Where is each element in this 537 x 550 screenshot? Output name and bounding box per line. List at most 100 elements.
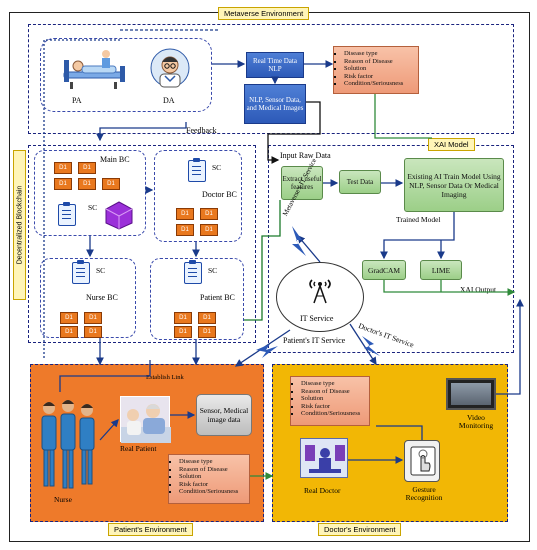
trained-model-label: Trained Model (396, 215, 441, 224)
video-monitor-screen (451, 383, 491, 405)
disease-item: Condition/Seriousness (301, 410, 369, 418)
disease-item: Risk factor (179, 481, 249, 489)
disease-item: Condition/Seriousness (344, 80, 418, 88)
blockchain-side-tab: Decentralized Blockchain (13, 150, 26, 300)
main-bc-label: Main BC (100, 155, 130, 164)
disease-item: Reason of Disease (344, 58, 418, 66)
lime-box: LIME (420, 260, 462, 280)
nurse-bc-label: Nurse BC (86, 293, 118, 302)
real-doctor-illustration (300, 438, 348, 478)
antenna-icon (309, 279, 331, 304)
test-data-text: Test Data (346, 178, 374, 186)
main-bc-d1: D1 (102, 178, 120, 190)
patient-avatar-illustration (63, 50, 125, 89)
real-time-nlp-text: Real Time Data NLP (253, 57, 297, 73)
existing-ai-box: Existing AI Train Model Using NLP, Senso… (404, 158, 504, 212)
real-doctor-graphic (305, 445, 345, 473)
real-patient-label: Real Patient (120, 444, 157, 453)
real-patient-illustration (121, 404, 171, 443)
doctor-avatar-illustration (150, 48, 190, 88)
nlp-sensor-box: NLP, Sensor Data, and Medical Images (244, 84, 306, 124)
nurse-bc-sc-label: SC (96, 266, 106, 275)
video-monitoring-label: Video Monitoring (458, 413, 494, 430)
nurse-group-illustration (41, 400, 95, 489)
sensor-data-text: Sensor, Medical image data (199, 406, 249, 424)
main-bc-sc-icon (58, 202, 76, 226)
doctor-bc-sc-label: SC (212, 163, 222, 172)
disease-item: Disease type (179, 458, 249, 466)
patients-env-tab: Patient's Environment (108, 523, 193, 536)
nurse-label: Nurse (54, 495, 72, 504)
block-cube-icon (105, 201, 133, 230)
disease-item: Reason of Disease (179, 466, 249, 474)
gradcam-text: GradCAM (367, 265, 401, 275)
metaverse-disease-info: Disease type Reason of Disease Solution … (333, 46, 419, 94)
sensor-data-box: Sensor, Medical image data (196, 394, 252, 436)
main-bc-d1: D1 (54, 162, 72, 174)
it-service-label: IT Service (300, 314, 334, 323)
doctors-env-tab: Doctor's Environment (318, 523, 402, 536)
main-bc-d1: D1 (78, 178, 96, 190)
lime-text: LIME (431, 265, 451, 275)
gesture-hand-icon (410, 446, 436, 476)
test-data-box: Test Data (339, 170, 381, 194)
disease-item: Solution (344, 65, 418, 73)
nurse-bc-d1: D1 (84, 326, 102, 338)
extract-features-box: Extract useful features (281, 166, 323, 200)
nurse-bc-d1: D1 (60, 312, 78, 324)
blockchain-label: Decentralized Blockchain (16, 185, 23, 265)
doctor-disease-info: Disease type Reason of Disease Solution … (290, 376, 370, 426)
gradcam-box: GradCAM (362, 260, 406, 280)
disease-item: Solution (301, 395, 369, 403)
it-service-hub (276, 262, 364, 332)
nurse-bc-sc-icon (72, 260, 90, 284)
metaverse-disease-list: Disease type Reason of Disease Solution … (334, 50, 418, 88)
doctor-disease-list: Disease type Reason of Disease Solution … (291, 380, 369, 418)
xai-output-label: XAI Output (460, 285, 497, 294)
disease-item: Reason of Disease (301, 388, 369, 396)
xai-model-tab: XAI Model (428, 138, 475, 151)
disease-item: Disease type (344, 50, 418, 58)
disease-item: Risk factor (301, 403, 369, 411)
real-doctor-label: Real Doctor (304, 486, 341, 495)
doctor-bc-label: Doctor BC (202, 190, 237, 199)
gesture-device (404, 440, 440, 482)
existing-ai-text: Existing AI Train Model Using NLP, Senso… (407, 171, 501, 199)
extract-features-text: Extract useful features (282, 175, 322, 191)
nurse-bc-d1: D1 (84, 312, 102, 324)
input-raw-label: Input Raw Data (280, 151, 331, 160)
disease-item: Condition/Seriousness (179, 488, 249, 496)
patient-bc-d1: D1 (174, 326, 192, 338)
doctor-bc-sc-icon (188, 158, 206, 182)
doctor-bc-d1: D1 (176, 208, 194, 220)
real-patient-photo (120, 396, 171, 443)
establish-link-label: Establish Link (146, 374, 184, 381)
patient-disease-info: Disease type Reason of Disease Solution … (168, 454, 250, 504)
doctor-bc-d1: D1 (200, 208, 218, 220)
main-bc-d1: D1 (54, 178, 72, 190)
main-bc-d1: D1 (78, 162, 96, 174)
feedback-label: Feedback (186, 126, 217, 135)
patients-it-label: Patient's IT Service (283, 336, 346, 345)
pa-label: PA (72, 96, 82, 105)
main-bc-sc-label: SC (88, 203, 98, 212)
metaverse-env-tab: Metaverse Environment (218, 7, 310, 20)
video-monitor (446, 378, 496, 410)
disease-item: Risk factor (344, 73, 418, 81)
nurse-bc-d1: D1 (60, 326, 78, 338)
patient-disease-list: Disease type Reason of Disease Solution … (169, 458, 249, 496)
doctor-bc-d1: D1 (200, 224, 218, 236)
patient-bc-d1: D1 (198, 312, 216, 324)
da-label: DA (163, 96, 175, 105)
gesture-label: Gesture Recognition (405, 485, 443, 502)
patient-bc-sc-label: SC (208, 266, 218, 275)
disease-item: Solution (179, 473, 249, 481)
nlp-sensor-text: NLP, Sensor Data, and Medical Images (246, 96, 304, 112)
doctor-bc-d1: D1 (176, 224, 194, 236)
patient-bc-d1: D1 (198, 326, 216, 338)
real-time-nlp-box: Real Time Data NLP (246, 52, 304, 78)
patient-bc-label: Patient BC (200, 293, 235, 302)
patient-bc-d1: D1 (174, 312, 192, 324)
disease-item: Disease type (301, 380, 369, 388)
patient-bc-sc-icon (184, 260, 202, 284)
